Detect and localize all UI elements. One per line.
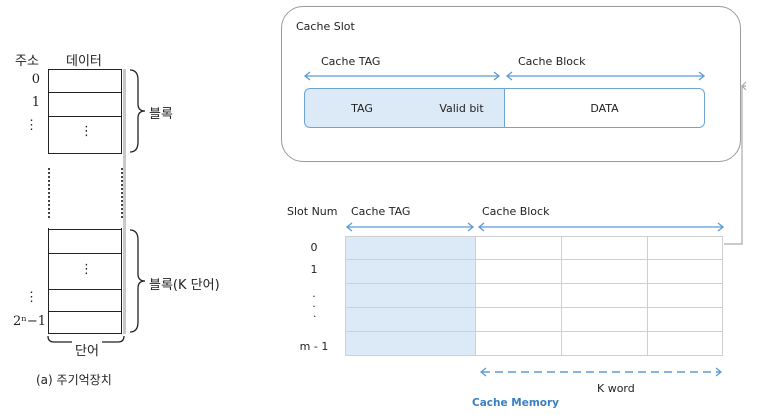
tag-cell xyxy=(345,260,476,284)
address-dots-upper: ⋮ xyxy=(25,118,38,133)
memory-cell xyxy=(49,311,121,312)
slot-number-dot-b: . xyxy=(312,297,316,310)
block-label: 블록 xyxy=(149,107,173,122)
k-word-label: K word xyxy=(597,382,635,395)
slot-number-0: 0 xyxy=(310,241,318,254)
block-brace-lower xyxy=(129,229,146,333)
block-cell xyxy=(648,308,723,332)
slot-field-tag: TAG xyxy=(304,88,420,128)
block-cell xyxy=(562,308,648,332)
slot-number-1: 1 xyxy=(310,263,318,276)
block-cell xyxy=(476,308,562,332)
block-cell xyxy=(476,260,562,284)
tag-cell xyxy=(345,332,476,356)
block-cell xyxy=(562,236,648,260)
memory-gap-right-dots xyxy=(121,168,123,218)
block-cell xyxy=(476,284,562,308)
block-brace-upper xyxy=(129,69,146,153)
slot-field-valid-bit: Valid bit xyxy=(418,88,506,128)
block-cell xyxy=(476,236,562,260)
memory-cell xyxy=(49,289,121,290)
table-span-arrows xyxy=(345,222,725,232)
slot-field-data: DATA xyxy=(504,88,705,128)
slot-span-arrows xyxy=(303,71,706,81)
cache-slot-title: Cache Slot xyxy=(296,20,355,33)
main-memory-caption: (a) 주기억장치 xyxy=(36,373,112,387)
cell-dots-lower: ⋮ xyxy=(80,262,93,277)
memory-cell xyxy=(49,253,121,254)
word-label: 단어 xyxy=(72,340,102,359)
block-cell xyxy=(648,284,723,308)
memory-gap-left-dots xyxy=(48,168,50,218)
tag-cell xyxy=(345,308,476,332)
memory-cell xyxy=(49,153,121,154)
cell-dots-upper: ⋮ xyxy=(80,124,93,139)
slot-tag-span-label: Cache TAG xyxy=(321,55,381,68)
block-cell xyxy=(562,260,648,284)
block-cell xyxy=(648,260,723,284)
data-header: 데이터 xyxy=(66,54,102,69)
memory-cell xyxy=(49,92,121,93)
slot-number-dot-c: . xyxy=(313,307,317,320)
block-cell xyxy=(562,284,648,308)
slot-num-header: Slot Num xyxy=(287,205,338,218)
cache-slot-box xyxy=(281,6,741,162)
cache-memory-title: Cache Memory xyxy=(472,397,560,409)
tag-cell xyxy=(345,284,476,308)
cache-memory-table xyxy=(345,236,723,356)
memory-gap xyxy=(46,154,126,228)
address-1: 1 xyxy=(31,95,40,110)
slot-to-table-connector xyxy=(724,81,747,245)
block-cell xyxy=(476,332,562,356)
block-cell xyxy=(648,236,723,260)
table-tag-header: Cache TAG xyxy=(351,205,411,218)
k-word-arrow xyxy=(479,367,723,377)
memory-cell xyxy=(49,116,121,117)
memory-cell xyxy=(49,229,121,230)
tag-cell xyxy=(345,236,476,260)
slot-block-span-label: Cache Block xyxy=(518,55,586,68)
slot-number-dot-a: . xyxy=(312,287,316,300)
memory-shadow xyxy=(123,69,126,334)
address-last: 2ⁿ−1 xyxy=(12,314,46,329)
table-block-header: Cache Block xyxy=(482,205,550,218)
block-cell xyxy=(562,332,648,356)
address-dots-lower: ⋮ xyxy=(25,290,38,305)
address-header: 주소 xyxy=(15,54,39,69)
slot-number-last: m - 1 xyxy=(299,340,329,353)
block-cell xyxy=(648,332,723,356)
address-0: 0 xyxy=(31,72,40,87)
block-k-words-label: 블록(K 단어) xyxy=(149,278,220,293)
